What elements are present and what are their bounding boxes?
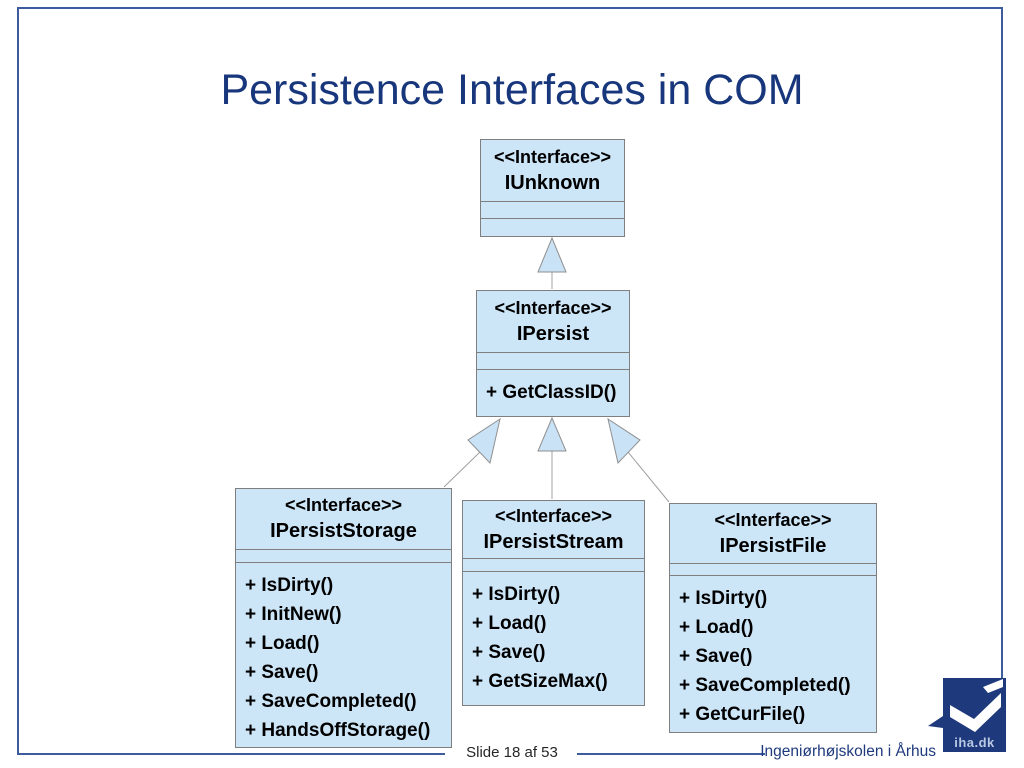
method-label: + IsDirty(): [472, 584, 561, 605]
methods-compartment: [481, 218, 624, 238]
attributes-compartment: [481, 201, 624, 218]
class-name: IPersistStorage: [270, 520, 417, 542]
methods-compartment: + GetClassID(): [477, 369, 629, 417]
method-label: + Save(): [679, 646, 753, 667]
frame-gap-left: [445, 749, 577, 761]
method-label: + IsDirty(): [679, 588, 768, 609]
institution-name: Ingeniørhøjskolen i Århus: [760, 743, 936, 760]
uml-class-ipersist: <<Interface>> IPersist + GetClassID(): [476, 290, 630, 417]
method-label: + SaveCompleted(): [245, 691, 417, 712]
slide-title: Persistence Interfaces in COM: [220, 66, 804, 114]
class-header: <<Interface>> IUnknown: [481, 140, 624, 201]
class-name: IUnknown: [504, 171, 601, 194]
method-label: + Load(): [679, 617, 754, 638]
class-stereotype: <<Interface>>: [494, 297, 612, 318]
method-label: + GetSizeMax(): [472, 671, 608, 692]
method-label: + GetClassID(): [486, 382, 617, 403]
class-name: IPersistFile: [719, 534, 827, 557]
method-label: + Load(): [472, 613, 547, 634]
methods-compartment: + IsDirty() + InitNew() + Load() + Save(…: [236, 562, 451, 748]
class-header: <<Interface>> IPersist: [477, 291, 629, 352]
method-label: + InitNew(): [245, 604, 342, 625]
method-label: + Save(): [245, 662, 319, 683]
method-label: + SaveCompleted(): [679, 675, 851, 696]
attributes-compartment: [236, 549, 451, 562]
method-label: + Load(): [245, 633, 320, 654]
frame-gap-right: [765, 749, 1010, 761]
method-label: + GetCurFile(): [679, 704, 806, 725]
methods-compartment: + IsDirty() + Load() + Save() + SaveComp…: [670, 575, 876, 733]
iha-logo: iha.dk: [928, 678, 1006, 752]
class-stereotype: <<Interface>>: [493, 146, 612, 167]
method-label: + IsDirty(): [245, 575, 334, 596]
attributes-compartment: [463, 558, 644, 571]
class-name: IPersistStream: [483, 530, 624, 553]
method-label: + HandsOffStorage(): [245, 720, 431, 741]
class-stereotype: <<Interface>>: [494, 505, 613, 526]
class-name: IPersist: [516, 322, 590, 345]
uml-class-ipersiststorage: <<Interface>> IPersistStorage + IsDirty(…: [235, 488, 452, 748]
class-header: <<Interface>> IPersistStorage: [236, 489, 451, 549]
class-stereotype: <<Interface>>: [714, 509, 832, 530]
uml-class-ipersistfile: <<Interface>> IPersistFile + IsDirty() +…: [669, 503, 877, 733]
class-header: <<Interface>> IPersistStream: [463, 501, 644, 558]
attributes-compartment: [670, 563, 876, 575]
class-stereotype: <<Interface>>: [284, 495, 403, 515]
class-header: <<Interface>> IPersistFile: [670, 504, 876, 563]
method-label: + Save(): [472, 642, 546, 663]
methods-compartment: + IsDirty() + Load() + Save() + GetSizeM…: [463, 571, 644, 706]
uml-class-ipersiststream: <<Interface>> IPersistStream + IsDirty()…: [462, 500, 645, 706]
logo-domain-label: iha.dk: [954, 735, 995, 750]
logo-swoosh-icon: [928, 679, 1003, 732]
attributes-compartment: [477, 352, 629, 369]
uml-class-iunknown: <<Interface>> IUnknown: [480, 139, 625, 237]
slide-number: Slide 18 af 53: [466, 744, 558, 761]
